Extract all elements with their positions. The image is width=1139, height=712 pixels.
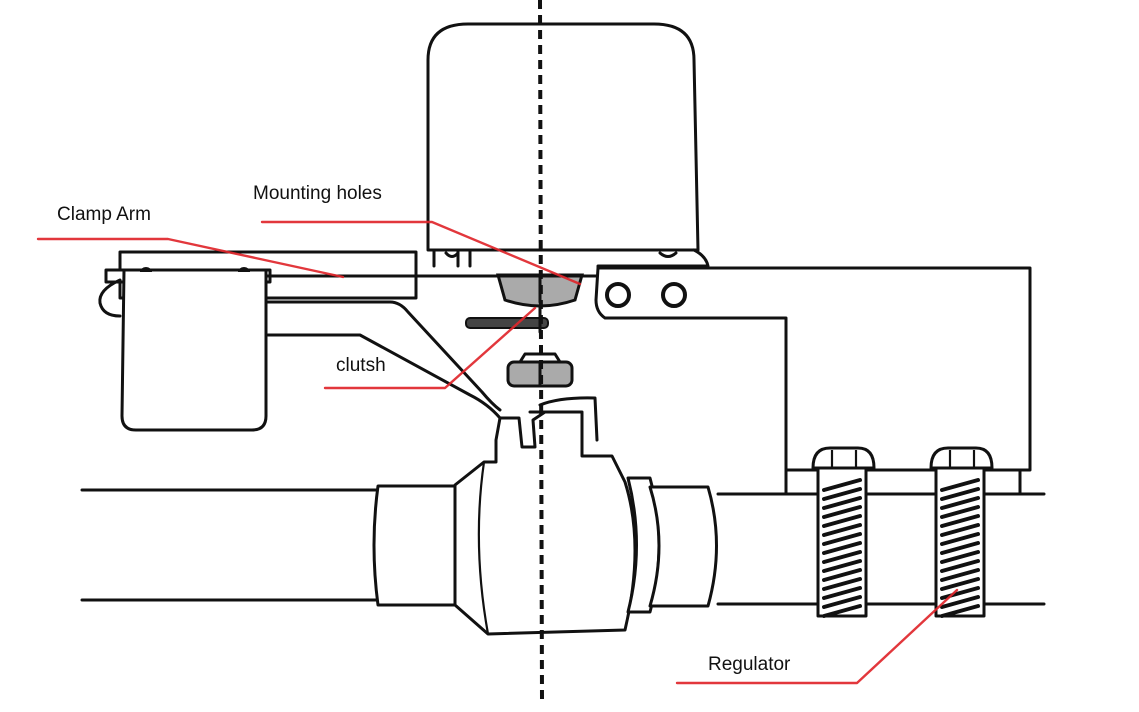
label-clamp-arm: Clamp Arm [57, 204, 151, 225]
label-regulator: Regulator [708, 654, 791, 675]
lower-nut [506, 352, 574, 388]
thread-line [822, 496, 862, 510]
label-clutsh: clutsh [336, 355, 386, 376]
thread-line [940, 586, 980, 600]
thread-line [822, 523, 862, 537]
regulator-bolt [929, 446, 994, 618]
thread-line [940, 559, 980, 573]
thread-line [822, 586, 862, 600]
center-axis-line [538, 0, 544, 701]
thread-line [940, 478, 980, 492]
clamp-arm-leader-line [36, 237, 345, 279]
thread-line [822, 550, 862, 564]
mounting-hole [661, 282, 687, 308]
thread-line [822, 559, 862, 573]
thread-line [822, 532, 862, 546]
thread-line [940, 505, 980, 519]
thread-line [940, 604, 980, 618]
pipe [80, 488, 1046, 606]
thread-line [822, 541, 862, 555]
actuator-housing [426, 22, 710, 278]
mounting-holes-leader-line [260, 220, 582, 286]
thread-line [940, 577, 980, 591]
label-mounting-holes: Mounting holes [253, 183, 382, 204]
ball-valve [266, 333, 718, 636]
thread-line [822, 577, 862, 591]
thread-line [822, 568, 862, 582]
regulator-leader-line [675, 588, 959, 685]
thread-line [822, 604, 862, 618]
thread-line [940, 496, 980, 510]
thread-line [940, 541, 980, 555]
thread-line [822, 487, 862, 501]
mounting-hole [605, 282, 631, 308]
thread-line [940, 595, 980, 609]
thread-line [822, 514, 862, 528]
thread-line [940, 568, 980, 582]
thread-line [822, 595, 862, 609]
clutsh-leader-line [323, 306, 537, 390]
mounting-bracket [594, 266, 1032, 496]
thread-line [940, 550, 980, 564]
thread-line [940, 523, 980, 537]
bolt-threads [822, 478, 980, 618]
thread-line [822, 505, 862, 519]
thread-line [940, 487, 980, 501]
thread-line [822, 478, 862, 492]
thread-line [940, 532, 980, 546]
thread-line [940, 514, 980, 528]
